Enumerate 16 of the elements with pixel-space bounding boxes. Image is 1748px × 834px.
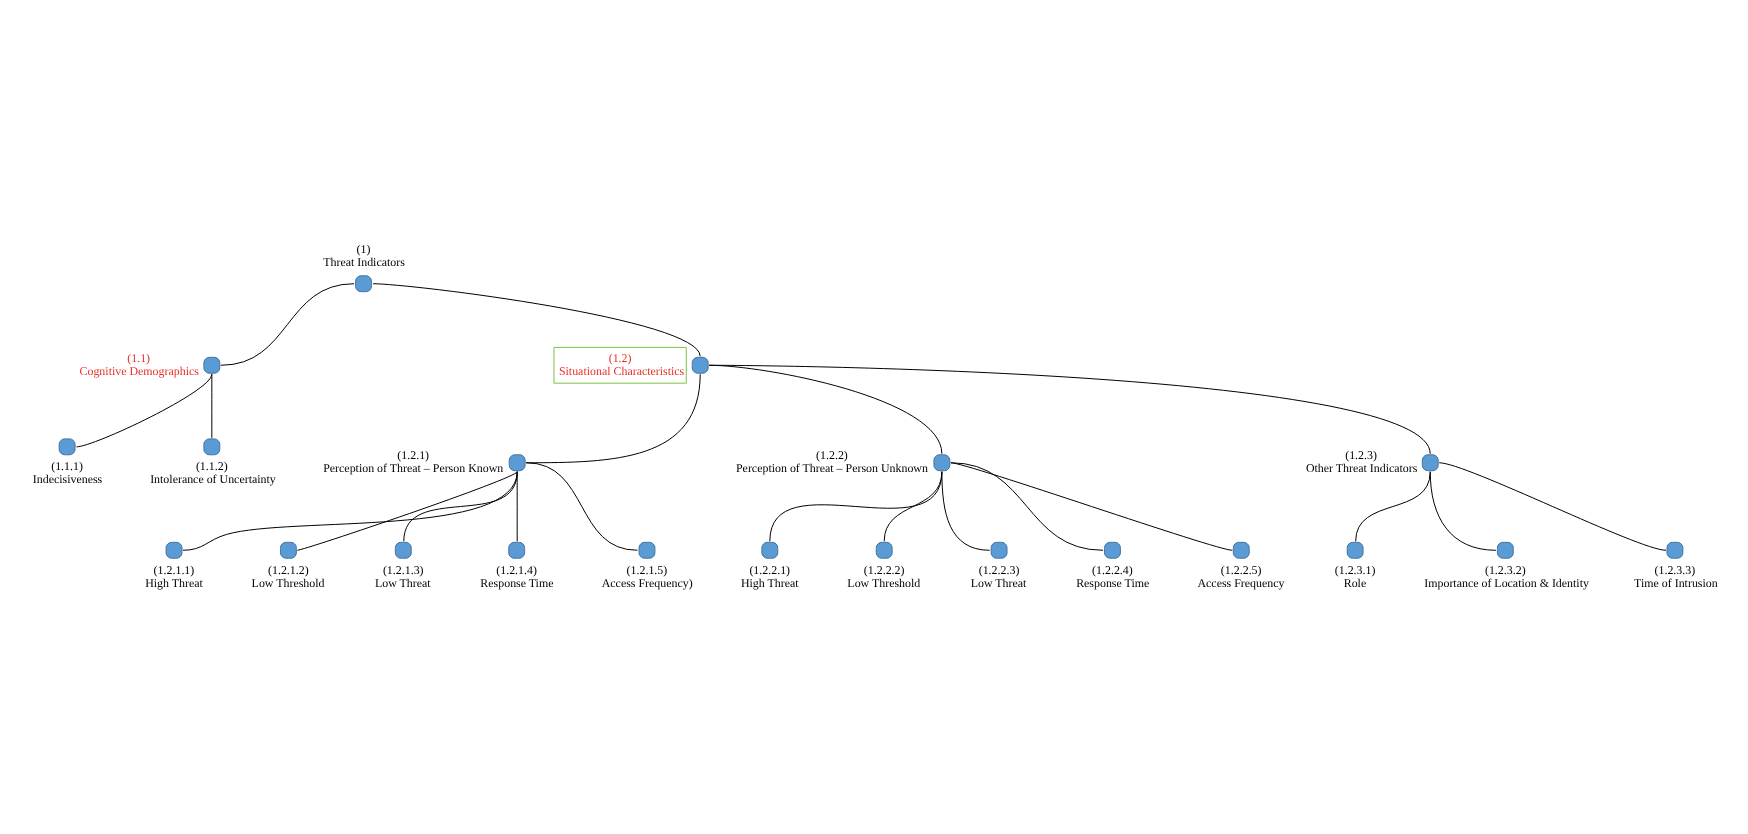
connector [76, 373, 213, 448]
connector [182, 471, 518, 551]
connector [950, 462, 1233, 551]
connector [1438, 462, 1667, 551]
connector [211, 373, 213, 439]
connector [1355, 471, 1431, 542]
connector [220, 283, 355, 366]
connector [372, 283, 701, 357]
connector [950, 462, 1104, 551]
connector [941, 471, 991, 551]
connector [1429, 471, 1497, 551]
connector [403, 471, 518, 542]
connector [516, 471, 518, 542]
connector [525, 462, 639, 551]
connector [708, 364, 1431, 455]
connector [296, 471, 518, 551]
